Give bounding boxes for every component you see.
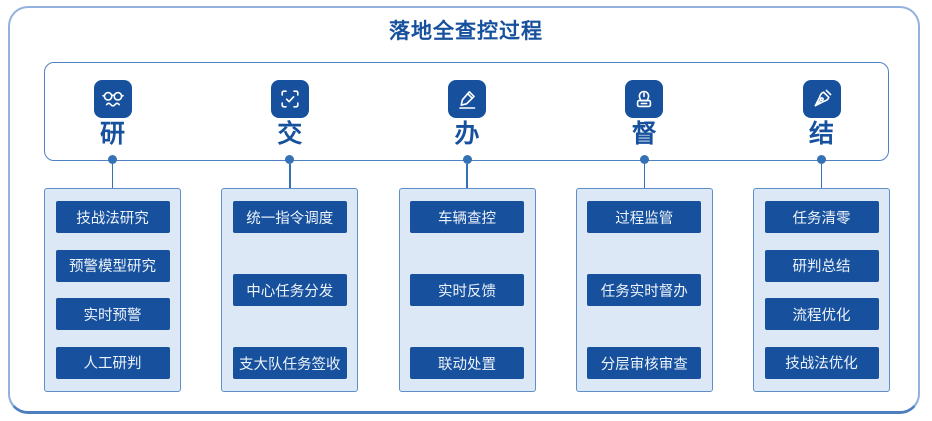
task-chip: 任务清零 <box>764 201 879 233</box>
connector-line <box>111 164 114 188</box>
phase-panel: 统一指令调度 中心任务分发 支大队任务签收 <box>221 188 359 392</box>
phase-column-du: 督 过程监管 任务实时督办 分层审核审查 <box>575 62 713 392</box>
phase-column-jiao: 交 统一指令调度 中心任务分发 支大队任务签收 <box>221 62 359 392</box>
phase-label: 结 <box>808 120 834 148</box>
task-chip: 中心任务分发 <box>232 274 347 306</box>
phase-column-jie: 结 任务清零 研判总结 流程优化 技战法优化 <box>753 62 890 392</box>
connector-line <box>820 164 823 188</box>
task-chip: 任务实时督办 <box>587 274 702 306</box>
task-chip: 分层审核审查 <box>587 347 702 379</box>
phase-label: 交 <box>277 120 303 148</box>
phase-column-yan: 研 技战法研究 预警模型研究 实时预警 人工研判 <box>44 62 181 392</box>
connector-dot <box>462 155 472 164</box>
task-chip: 车辆查控 <box>410 201 524 233</box>
phase-panel: 任务清零 研判总结 流程优化 技战法优化 <box>753 188 890 392</box>
pencil-icon <box>448 80 486 118</box>
task-chip: 实时预警 <box>55 298 170 331</box>
scan-check-icon <box>270 80 309 118</box>
task-chip: 技战法研究 <box>55 201 170 233</box>
task-chip: 过程监管 <box>587 201 702 233</box>
task-chip: 流程优化 <box>764 298 879 331</box>
task-chip: 联动处置 <box>410 347 524 379</box>
connector-line <box>466 164 468 188</box>
page-title: 落地全查控过程 <box>389 20 543 43</box>
task-chip: 技战法优化 <box>764 346 879 379</box>
phase-panel: 车辆查控 实时反馈 联动处置 <box>398 188 536 392</box>
phase-label: 研 <box>99 120 125 148</box>
phase-panel: 技战法研究 预警模型研究 实时预警 人工研判 <box>44 188 181 392</box>
pen-nib-icon <box>802 80 841 118</box>
task-chip: 人工研判 <box>55 346 170 379</box>
task-chip: 实时反馈 <box>410 274 524 306</box>
phase-label: 办 <box>454 120 480 148</box>
connector-line <box>289 164 291 188</box>
phase-column-ban: 办 车辆查控 实时反馈 联动处置 <box>398 62 536 392</box>
phase-columns: 研 技战法研究 预警模型研究 实时预警 人工研判 交 <box>44 62 890 392</box>
stamp-icon <box>625 80 664 118</box>
phase-label: 督 <box>631 120 657 148</box>
connector-dot <box>639 155 649 164</box>
phase-panel: 过程监管 任务实时督办 分层审核审查 <box>575 188 713 392</box>
connector-dot <box>817 155 826 164</box>
glasses-icon <box>93 80 132 118</box>
connector-dot <box>285 155 295 164</box>
task-chip: 预警模型研究 <box>55 249 170 282</box>
task-chip: 支大队任务签收 <box>232 347 347 379</box>
task-chip: 统一指令调度 <box>232 201 347 233</box>
connector-line <box>643 164 645 188</box>
connector-dot <box>108 155 117 164</box>
task-chip: 研判总结 <box>764 249 879 282</box>
